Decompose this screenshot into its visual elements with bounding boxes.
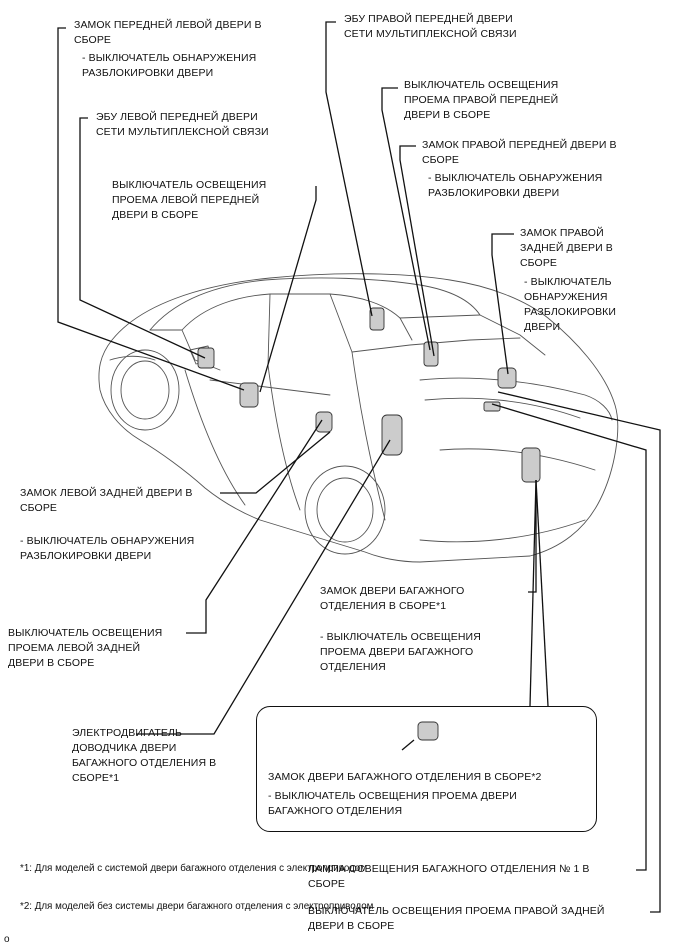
leader-front-right-courtesy — [381, 87, 431, 351]
label-line: ЗАМОК ЛЕВОЙ ЗАДНЕЙ ДВЕРИ В — [20, 487, 193, 499]
label-line: БАГАЖНОГО ОТДЕЛЕНИЯ В — [72, 757, 217, 769]
label-line: РАЗБЛОКИРОВКИ — [524, 306, 617, 318]
leader-rear-left-lock — [220, 431, 331, 494]
label-line: ЗАМОК ПЕРЕДНЕЙ ЛЕВОЙ ДВЕРИ В — [74, 19, 262, 31]
label-line: СБОРЕ — [422, 154, 460, 166]
label-front-right-ecu: ЭБУ ПРАВОЙ ПЕРЕДНЕЙ ДВЕРИ СЕТИ МУЛЬТИПЛЕ… — [344, 12, 517, 42]
label-line: ДОВОДЧИКА ДВЕРИ — [72, 742, 177, 754]
footnote-line: *1: Для моделей с системой двери багажно… — [20, 863, 227, 874]
footnote-line: отделения с электроприводом — [228, 863, 367, 874]
leader-rear-right-courtesy — [497, 391, 661, 913]
label-line: СБОРЕ — [74, 34, 112, 46]
front-left-lock-part — [239, 382, 259, 408]
label-line: ПРОЕМА ЛЕВОЙ ПЕРЕДНЕЙ — [112, 194, 260, 206]
label-front-left-ecu: ЭБУ ЛЕВОЙ ПЕРЕДНЕЙ ДВЕРИ СЕТИ МУЛЬТИПЛЕК… — [96, 110, 269, 140]
leader-front-right-ecu — [325, 21, 373, 317]
rear-left-lock-part — [315, 411, 333, 433]
footnote-2: *2: Для моделей без системы двери багажн… — [20, 900, 373, 914]
label-line: ДВЕРИ В СБОРЕ — [112, 209, 199, 221]
label-trunk-lock-2: ЗАМОК ДВЕРИ БАГАЖНОГО ОТДЕЛЕНИЯ В СБОРЕ*… — [268, 770, 542, 819]
leader-trunk-lock-2b — [529, 479, 537, 707]
label-rear-right-door-lock: ЗАМОК ПРАВОЙ ЗАДНЕЙ ДВЕРИ В СБОРЕ - ВЫКЛ… — [520, 226, 616, 335]
label-front-right-door-lock: ЗАМОК ПРАВОЙ ПЕРЕДНЕЙ ДВЕРИ В СБОРЕ - ВЫ… — [422, 138, 617, 201]
inset-trunk-lock-part — [417, 721, 439, 741]
label-line: ЭЛЕКТРОДВИГАТЕЛЬ — [72, 727, 182, 739]
label-line: ПРОЕМА ДВЕРИ БАГАЖНОГО — [320, 646, 474, 658]
leader-front-left-lock — [57, 27, 245, 391]
label-line: ВЫКЛЮЧАТЕЛЬ ОСВЕЩЕНИЯ ПРОЕМА ПРАВОЙ ЗАДН… — [308, 905, 605, 917]
label-line: ЗАДНЕЙ ДВЕРИ В — [520, 242, 613, 254]
label-line: СБОРЕ*1 — [72, 772, 120, 784]
leader-luggage-lamp — [491, 403, 647, 871]
leader-front-right-lock — [399, 145, 435, 357]
label-line: СБОРЕ — [520, 257, 558, 269]
label-line: ЗАМОК ДВЕРИ БАГАЖНОГО — [320, 585, 465, 597]
trunk-lock-part — [521, 447, 541, 483]
inset-panel — [256, 706, 597, 832]
label-line: ПРОЕМА ПРАВОЙ ПЕРЕДНЕЙ — [404, 94, 559, 106]
label-line: ЭБУ ЛЕВОЙ ПЕРЕДНЕЙ ДВЕРИ — [96, 111, 258, 123]
front-left-ecu-part — [197, 347, 215, 369]
label-line: ЗАМОК ПРАВОЙ — [520, 227, 604, 239]
label-rear-left-door-lock: ЗАМОК ЛЕВОЙ ЗАДНЕЙ ДВЕРИ В СБОРЕ - ВЫКЛЮ… — [20, 486, 194, 564]
label-line: ЭБУ ПРАВОЙ ПЕРЕДНЕЙ ДВЕРИ — [344, 13, 513, 25]
label-front-right-courtesy-switch: ВЫКЛЮЧАТЕЛЬ ОСВЕЩЕНИЯ ПРОЕМА ПРАВОЙ ПЕРЕ… — [404, 78, 558, 123]
label-line: ДВЕРИ — [524, 321, 561, 333]
label-line: РАЗБЛОКИРОВКИ ДВЕРИ — [20, 550, 152, 562]
label-rear-left-courtesy-switch: ВЫКЛЮЧАТЕЛЬ ОСВЕЩЕНИЯ ПРОЕМА ЛЕВОЙ ЗАДНЕ… — [8, 626, 162, 671]
label-line: ЛАМПА ОСВЕЩЕНИЯ БАГАЖНОГО ОТДЕЛЕНИЯ № 1 … — [308, 863, 590, 875]
label-line: ЗАМОК ДВЕРИ БАГАЖНОГО ОТДЕЛЕНИЯ В СБОРЕ*… — [268, 771, 542, 783]
label-line: ОБНАРУЖЕНИЯ — [524, 291, 608, 303]
label-line: ДВЕРИ В СБОРЕ — [308, 920, 395, 932]
footnote-line: *2: Для моделей без системы двери багажн… — [20, 901, 233, 912]
front-right-ecu-part — [369, 307, 385, 331]
label-luggage-lamp: ЛАМПА ОСВЕЩЕНИЯ БАГАЖНОГО ОТДЕЛЕНИЯ № 1 … — [308, 862, 590, 892]
luggage-lamp-part — [483, 401, 501, 412]
label-rear-right-courtesy-switch: ВЫКЛЮЧАТЕЛЬ ОСВЕЩЕНИЯ ПРОЕМА ПРАВОЙ ЗАДН… — [308, 904, 605, 934]
label-line: - ВЫКЛЮЧАТЕЛЬ — [524, 276, 612, 288]
label-trunk-lock-1: ЗАМОК ДВЕРИ БАГАЖНОГО ОТДЕЛЕНИЯ В СБОРЕ*… — [320, 584, 481, 675]
footnote-line: отделения с электроприводом — [235, 901, 374, 912]
label-line: - ВЫКЛЮЧАТЕЛЬ ОСВЕЩЕНИЯ ПРОЕМА ДВЕРИ — [268, 790, 517, 802]
leader-inset-part — [401, 739, 415, 751]
label-front-left-courtesy-switch: ВЫКЛЮЧАТЕЛЬ ОСВЕЩЕНИЯ ПРОЕМА ЛЕВОЙ ПЕРЕД… — [112, 178, 266, 223]
label-line: ЗАМОК ПРАВОЙ ПЕРЕДНЕЙ ДВЕРИ В — [422, 139, 617, 151]
label-line: СЕТИ МУЛЬТИПЛЕКСНОЙ СВЯЗИ — [344, 28, 517, 40]
leader-front-left-ecu — [79, 117, 206, 359]
leader-front-left-courtesy — [259, 186, 317, 393]
label-line: СБОРЕ — [308, 878, 346, 890]
label-line: СБОРЕ — [20, 502, 58, 514]
label-line: ДВЕРИ В СБОРЕ — [404, 109, 491, 121]
label-line: ОТДЕЛЕНИЯ — [320, 661, 386, 673]
figure-mark: o — [4, 934, 10, 945]
label-line: СЕТИ МУЛЬТИПЛЕКСНОЙ СВЯЗИ — [96, 126, 269, 138]
label-line: РАЗБЛОКИРОВКИ ДВЕРИ — [428, 187, 560, 199]
leader-closer-motor — [136, 439, 391, 735]
label-line: РАЗБЛОКИРОВКИ ДВЕРИ — [82, 67, 214, 79]
label-line: ВЫКЛЮЧАТЕЛЬ ОСВЕЩЕНИЯ — [8, 627, 163, 639]
label-line: - ВЫКЛЮЧАТЕЛЬ ОБНАРУЖЕНИЯ — [82, 52, 257, 64]
label-line: ВЫКЛЮЧАТЕЛЬ ОСВЕЩЕНИЯ — [404, 79, 559, 91]
label-trunk-closer-motor: ЭЛЕКТРОДВИГАТЕЛЬ ДОВОДЧИКА ДВЕРИ БАГАЖНО… — [72, 726, 216, 786]
leader-lines — [57, 21, 661, 913]
leader-trunk-lock-2 — [535, 479, 549, 707]
label-line: - ВЫКЛЮЧАТЕЛЬ ОСВЕЩЕНИЯ — [320, 631, 481, 643]
label-line: - ВЫКЛЮЧАТЕЛЬ ОБНАРУЖЕНИЯ — [428, 172, 603, 184]
leader-rear-left-courtesy — [186, 419, 323, 634]
leader-rear-right-lock — [491, 233, 514, 375]
footnote-1: *1: Для моделей с системой двери багажно… — [20, 862, 367, 876]
label-line: ДВЕРИ В СБОРЕ — [8, 657, 95, 669]
label-line: ВЫКЛЮЧАТЕЛЬ ОСВЕЩЕНИЯ — [112, 179, 267, 191]
label-front-left-door-lock: ЗАМОК ПЕРЕДНЕЙ ЛЕВОЙ ДВЕРИ В СБОРЕ - ВЫК… — [74, 18, 262, 81]
leader-trunk-lock-1 — [528, 480, 537, 593]
label-line: БАГАЖНОГО ОТДЕЛЕНИЯ — [268, 805, 403, 817]
label-line: ПРОЕМА ЛЕВОЙ ЗАДНЕЙ — [8, 642, 141, 654]
label-line: - ВЫКЛЮЧАТЕЛЬ ОБНАРУЖЕНИЯ — [20, 535, 195, 547]
label-line: ОТДЕЛЕНИЯ В СБОРЕ*1 — [320, 600, 447, 612]
front-right-lock-part — [423, 341, 439, 367]
